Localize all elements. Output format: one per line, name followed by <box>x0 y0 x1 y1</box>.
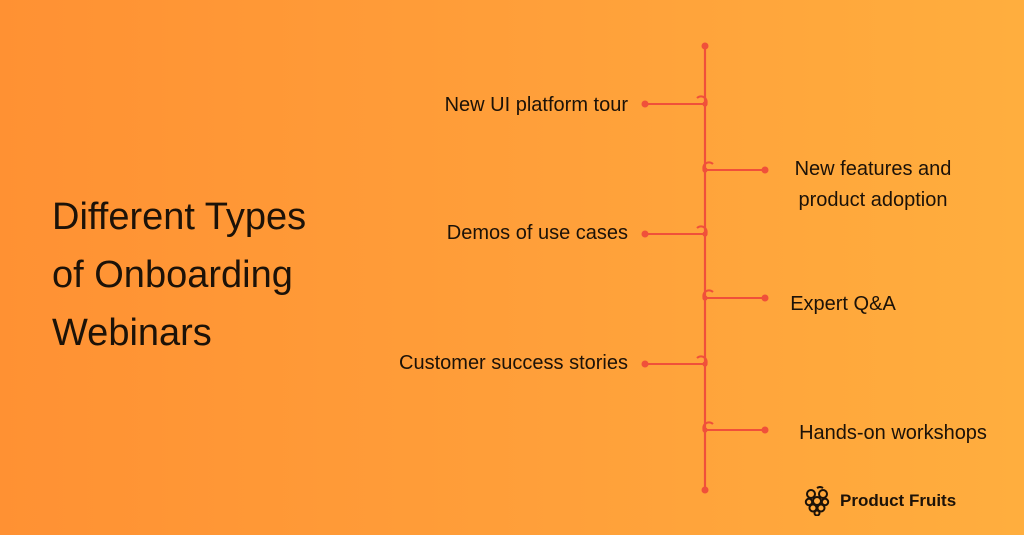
timeline-end-dot <box>701 486 709 494</box>
connector-new-features <box>702 161 769 174</box>
infographic-title: Different Types of Onboarding Webinars <box>52 196 307 354</box>
item-new-features-and-product-adoption: New features and product adoption <box>794 158 952 211</box>
timeline-start-dot <box>701 42 709 50</box>
item-new-ui-platform-tour: New UI platform tour <box>444 94 628 116</box>
brand-logo: Product Fruits <box>804 486 956 516</box>
brand-name: Product Fruits <box>840 491 957 510</box>
connector-hands-on-workshops <box>702 421 769 434</box>
connector-demos-of-use-cases <box>641 225 708 238</box>
connector-customer-success-stories <box>641 355 708 368</box>
item-hands-on-workshops: Hands-on workshops <box>799 422 987 444</box>
grape-cluster-icon <box>804 486 830 516</box>
connector-expert-qa <box>702 289 769 302</box>
item-customer-success-stories: Customer success stories <box>399 352 628 374</box>
connector-new-ui-platform-tour <box>641 95 708 108</box>
item-expert-qa: Expert Q&A <box>790 293 896 315</box>
item-demos-of-use-cases: Demos of use cases <box>446 222 628 244</box>
